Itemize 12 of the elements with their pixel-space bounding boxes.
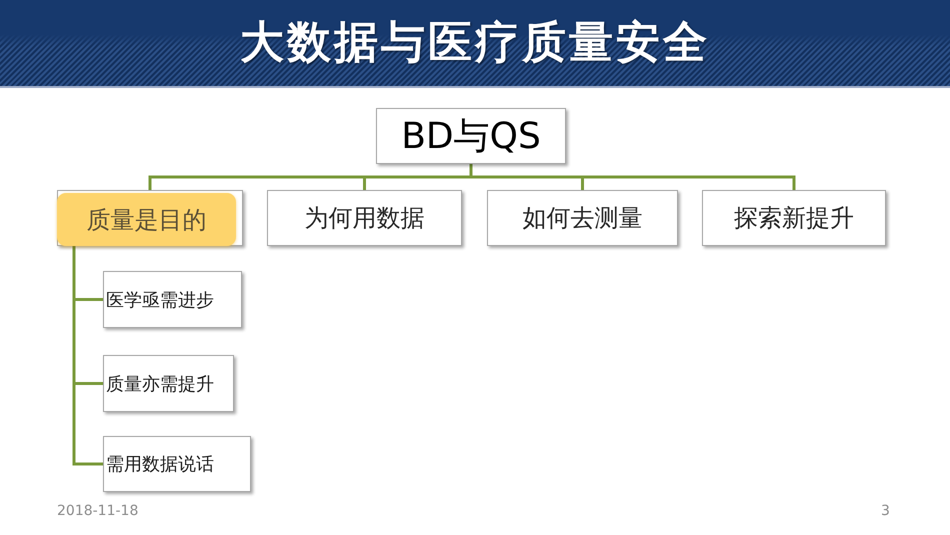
topic-box: 为何用数据 <box>267 190 462 246</box>
date-label: 2018-11-18 <box>57 502 138 520</box>
topic-box: 如何去测量 <box>487 190 678 246</box>
highlighted-label: 质量是目的 <box>57 193 236 246</box>
subtopic-box: 医学亟需进步 <box>103 271 242 328</box>
subtopic-box: 质量亦需提升 <box>103 355 234 412</box>
subtopic-box: 需用数据说话 <box>103 436 251 492</box>
root-box: BD与QS <box>376 108 566 164</box>
page-number: 3 <box>881 502 890 520</box>
connector-line <box>470 164 796 190</box>
topic-box: 探索新提升 <box>702 190 886 246</box>
slide-title: 大数据与医疗质量安全 <box>239 16 711 70</box>
